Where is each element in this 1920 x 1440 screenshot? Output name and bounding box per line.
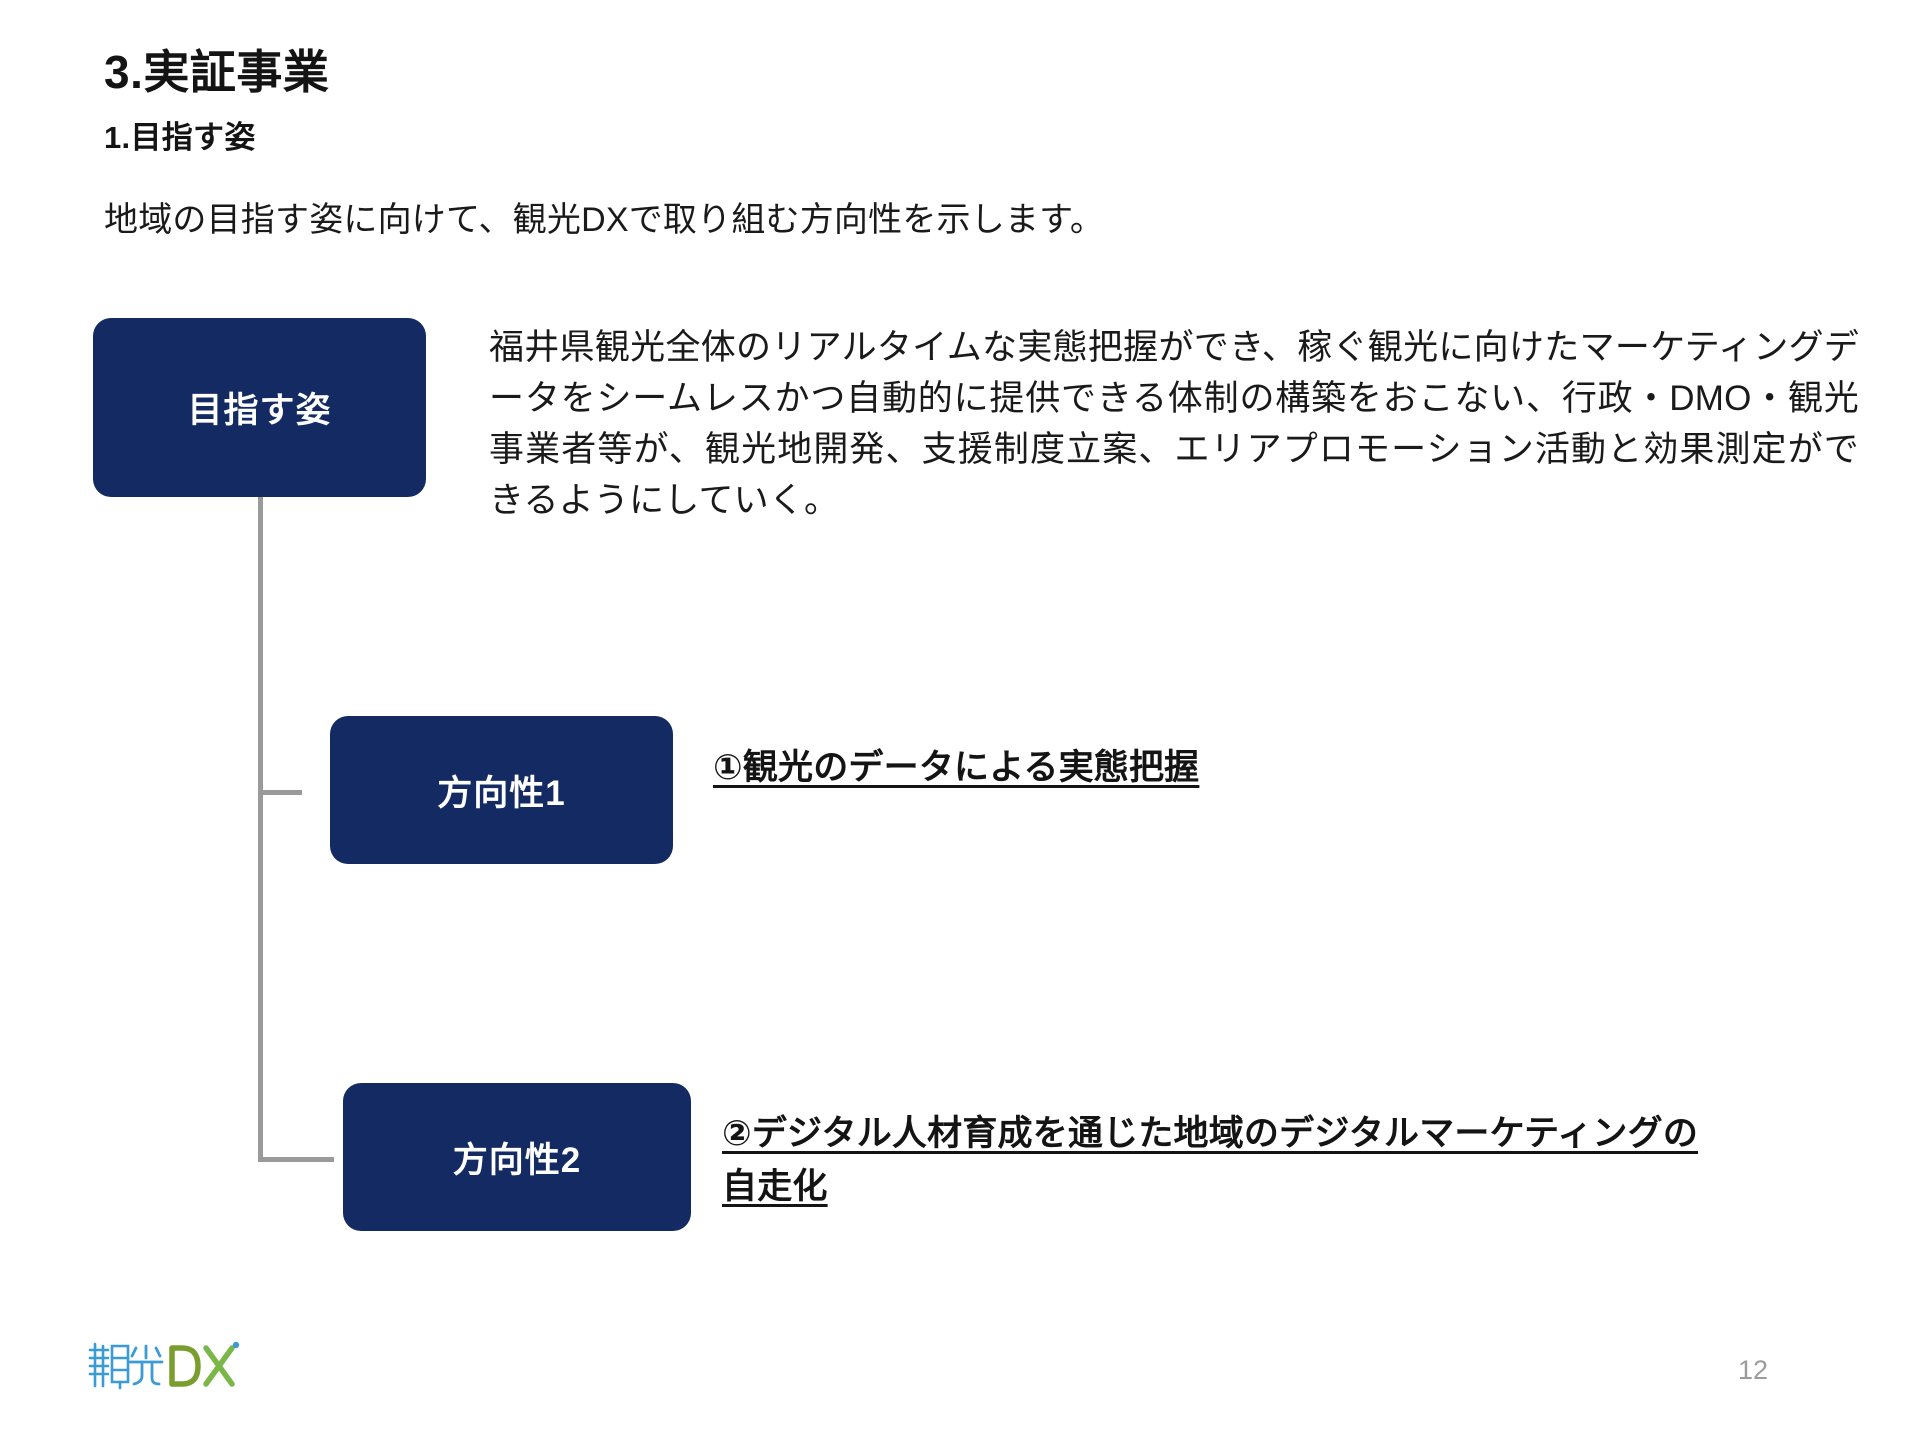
direction-2-box-label: 方向性2 <box>452 1140 582 1180</box>
goal-description-text: 福井県観光全体のリアルタイムな実態把握ができ、稼ぐ観光に向けたマーケティングデー… <box>489 328 1859 521</box>
goal-box[interactable]: 目指す姿 <box>93 318 426 497</box>
lead-description: 地域の目指す姿に向けて、観光DXで取り組む方向性を示します。 <box>104 201 1105 239</box>
goal-box-label: 目指す姿 <box>187 391 332 430</box>
direction-1-box[interactable]: 方向性1 <box>330 716 673 864</box>
direction-2-heading: ②デジタル人材育成を通じた地域のデジタルマーケティングの 自走化 <box>722 1108 1772 1213</box>
connector-vertical-line <box>258 492 263 1162</box>
connector-branch-direction-2 <box>258 1157 334 1162</box>
connector-branch-direction-1 <box>258 790 302 795</box>
direction-1-heading-text: ①観光のデータによる実態把握 <box>713 748 1200 787</box>
direction-1-heading: ①観光のデータによる実態把握 <box>713 742 1813 795</box>
direction-2-heading-line-1: ②デジタル人材育成を通じた地域のデジタルマーケティングの <box>722 1114 1699 1153</box>
direction-2-box[interactable]: 方向性2 <box>343 1083 691 1231</box>
direction-1-box-label: 方向性1 <box>437 773 566 813</box>
page-number: 12 <box>1737 1355 1768 1385</box>
page-subtitle: 1.目指す姿 <box>104 120 256 155</box>
page-title: 3.実証事業 <box>104 46 330 98</box>
kanko-dx-logo-icon <box>86 1336 246 1394</box>
direction-2-heading-line-2: 自走化 <box>722 1166 828 1206</box>
